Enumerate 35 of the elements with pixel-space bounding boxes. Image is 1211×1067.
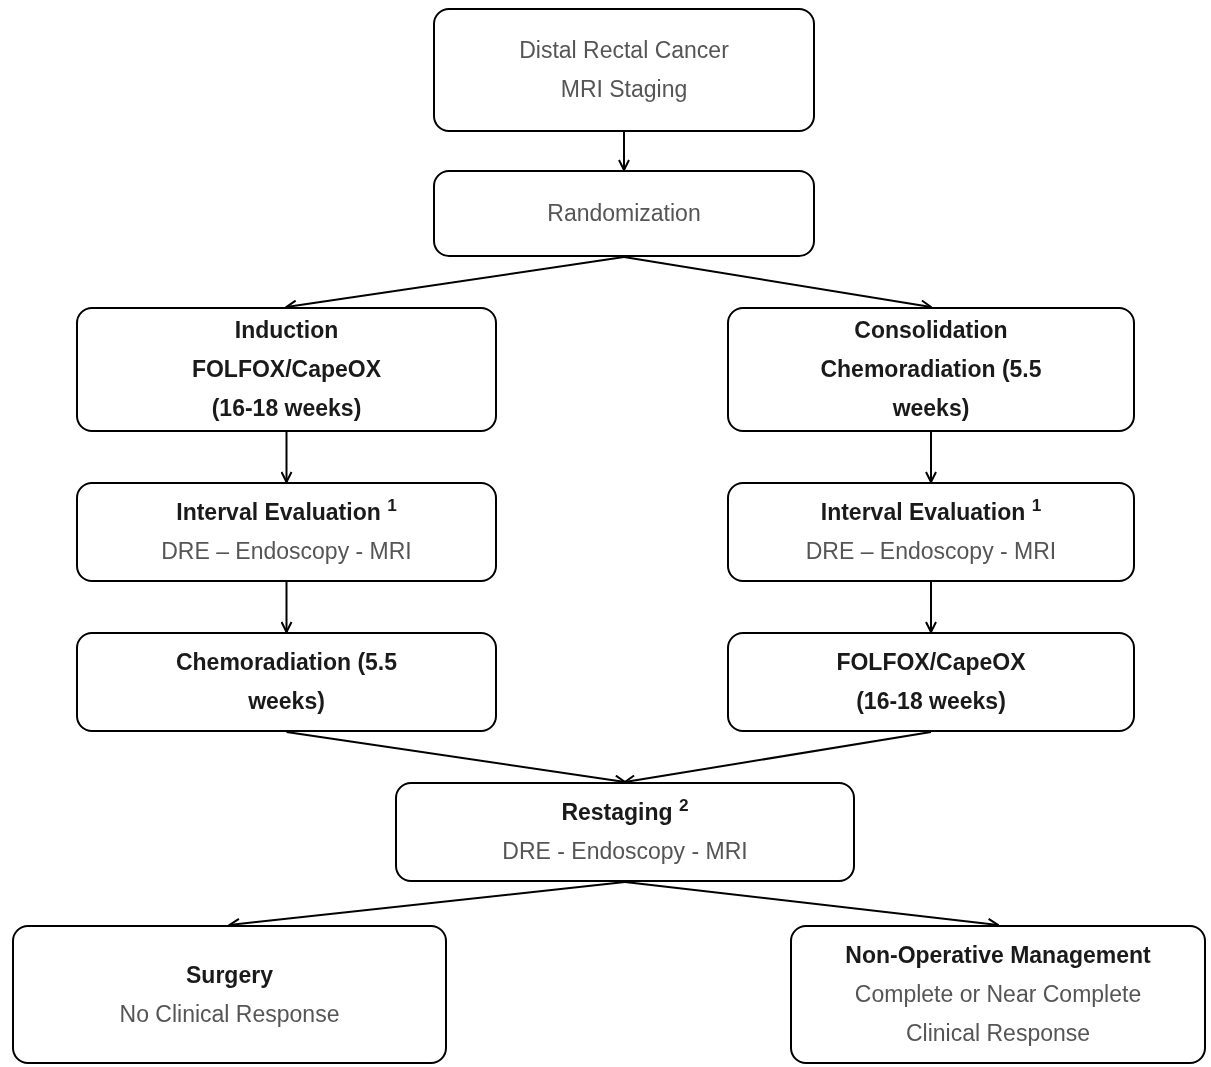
arrow (925, 581, 937, 633)
box-heading: Distal Rectal Cancer (519, 36, 729, 65)
process-box (727, 482, 1135, 582)
box-heading: Consolidation (854, 316, 1008, 345)
box-text: MRI Staging (560, 75, 688, 104)
process-box (76, 632, 497, 732)
box-text: DRE - Endoscopy - MRI (502, 837, 748, 866)
arrow (280, 581, 293, 633)
process-box (433, 170, 815, 257)
box-text: No Clinical Response (119, 999, 340, 1029)
box-heading: Interval Evaluation $^{1}$ (176, 494, 397, 527)
box-text: Randomization (547, 199, 701, 228)
box-text: DRE – Endoscopy - MRI (161, 537, 412, 566)
box-heading: Surgery (186, 960, 273, 990)
box-text: DRE – Endoscopy - MRI (805, 537, 1057, 566)
box-heading: Non-Operative Management (845, 941, 1151, 970)
box-text: FOLFOX/CapeOX (16-18 weeks) (835, 648, 1027, 716)
box-heading: Restaging $^{2}$ (561, 794, 689, 827)
process-box (727, 632, 1135, 732)
process-box (76, 307, 497, 432)
process-box (12, 925, 447, 1064)
arrow (618, 131, 630, 171)
box-text: Chemoradiation (5.5 weeks) (174, 648, 399, 716)
box-heading: Interval Evaluation $^{1}$ (820, 494, 1042, 527)
arrow (280, 431, 293, 483)
box-text: FOLFOX/CapeOX (16-18 weeks) (190, 355, 383, 423)
box-text: Chemoradiation (5.5 weeks) (819, 355, 1043, 423)
process-box (76, 482, 497, 582)
arrow (925, 431, 937, 483)
box-text: Complete or Near Complete Clinical Response (853, 980, 1143, 1048)
process-box (790, 925, 1206, 1064)
box-heading: Induction (234, 316, 339, 345)
process-box (727, 307, 1135, 432)
process-box (433, 8, 815, 132)
process-box (395, 782, 855, 882)
